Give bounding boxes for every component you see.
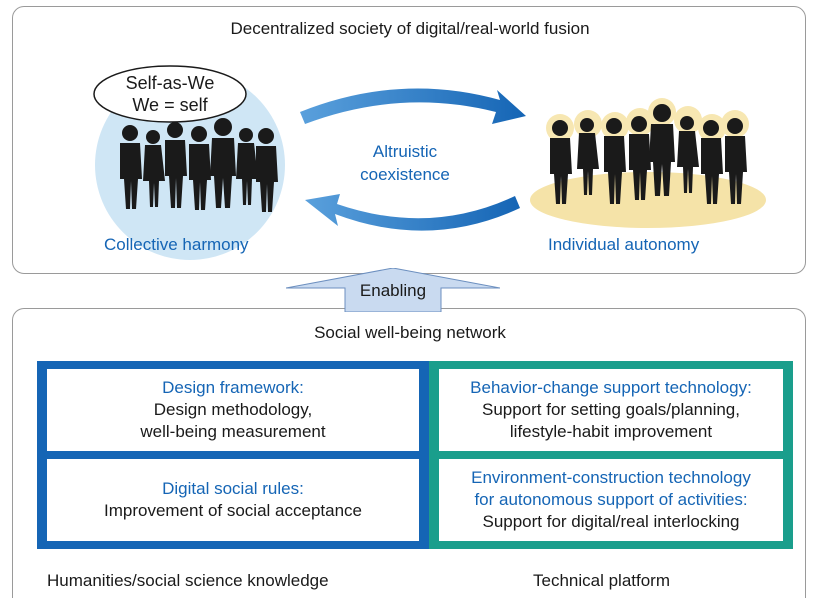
collective-harmony-label: Collective harmony: [104, 235, 249, 254]
design-framework-heading: Design framework:: [162, 378, 304, 397]
bubble-text: Self-as-We We = self: [94, 72, 246, 116]
arrow-to-collective: [305, 194, 520, 231]
people-silhouettes-right: [550, 104, 747, 204]
behavior-change-heading: Behavior-change support technology:: [470, 378, 752, 397]
bottom-panel: Social well-being network Design framewo…: [12, 308, 806, 598]
design-framework-line-1: Design methodology,: [153, 400, 313, 419]
digital-social-rules-box: Digital social rules: Improvement of soc…: [47, 459, 419, 541]
individual-autonomy-label: Individual autonomy: [548, 235, 700, 254]
humanities-group: Design framework: Design methodology, we…: [37, 361, 429, 549]
technical-footer-label: Technical platform: [533, 571, 671, 590]
digital-social-rules-heading: Digital social rules:: [162, 479, 304, 498]
digital-social-rules-line-1: Improvement of social acceptance: [104, 501, 362, 520]
humanities-footer-label: Humanities/social science knowledge: [47, 571, 329, 590]
bubble-line-2: We = self: [132, 95, 208, 115]
top-panel-title: Decentralized society of digital/real-wo…: [230, 19, 590, 38]
arrow-to-individual: [300, 88, 526, 124]
behavior-change-box: Behavior-change support technology: Supp…: [439, 369, 783, 451]
technical-group: Behavior-change support technology: Supp…: [429, 361, 793, 549]
top-illustration: [93, 65, 766, 260]
people-silhouettes-left: [120, 118, 278, 212]
environment-construction-heading-2: for autonomous support of activities:: [474, 490, 748, 509]
center-line-2: coexistence: [360, 165, 450, 184]
environment-construction-box: Environment-construction technology for …: [439, 459, 783, 541]
bubble-line-1: Self-as-We: [125, 73, 215, 93]
behavior-change-line-2: lifestyle-habit improvement: [509, 422, 713, 441]
design-framework-line-2: well-being measurement: [140, 422, 326, 441]
environment-construction-line-1: Support for digital/real interlocking: [482, 512, 740, 531]
self-as-we-bubble: [93, 65, 247, 123]
behavior-change-line-1: Support for setting goals/planning,: [481, 400, 740, 419]
environment-construction-heading-1: Environment-construction technology: [471, 468, 751, 487]
enabling-label: Enabling: [359, 281, 427, 300]
enabling-arrow: [286, 268, 500, 312]
altruistic-coexistence-label: Altruistic coexistence: [340, 140, 470, 186]
design-framework-box: Design framework: Design methodology, we…: [47, 369, 419, 451]
center-line-1: Altruistic: [372, 142, 438, 161]
bottom-panel-title: Social well-being network: [314, 323, 506, 342]
